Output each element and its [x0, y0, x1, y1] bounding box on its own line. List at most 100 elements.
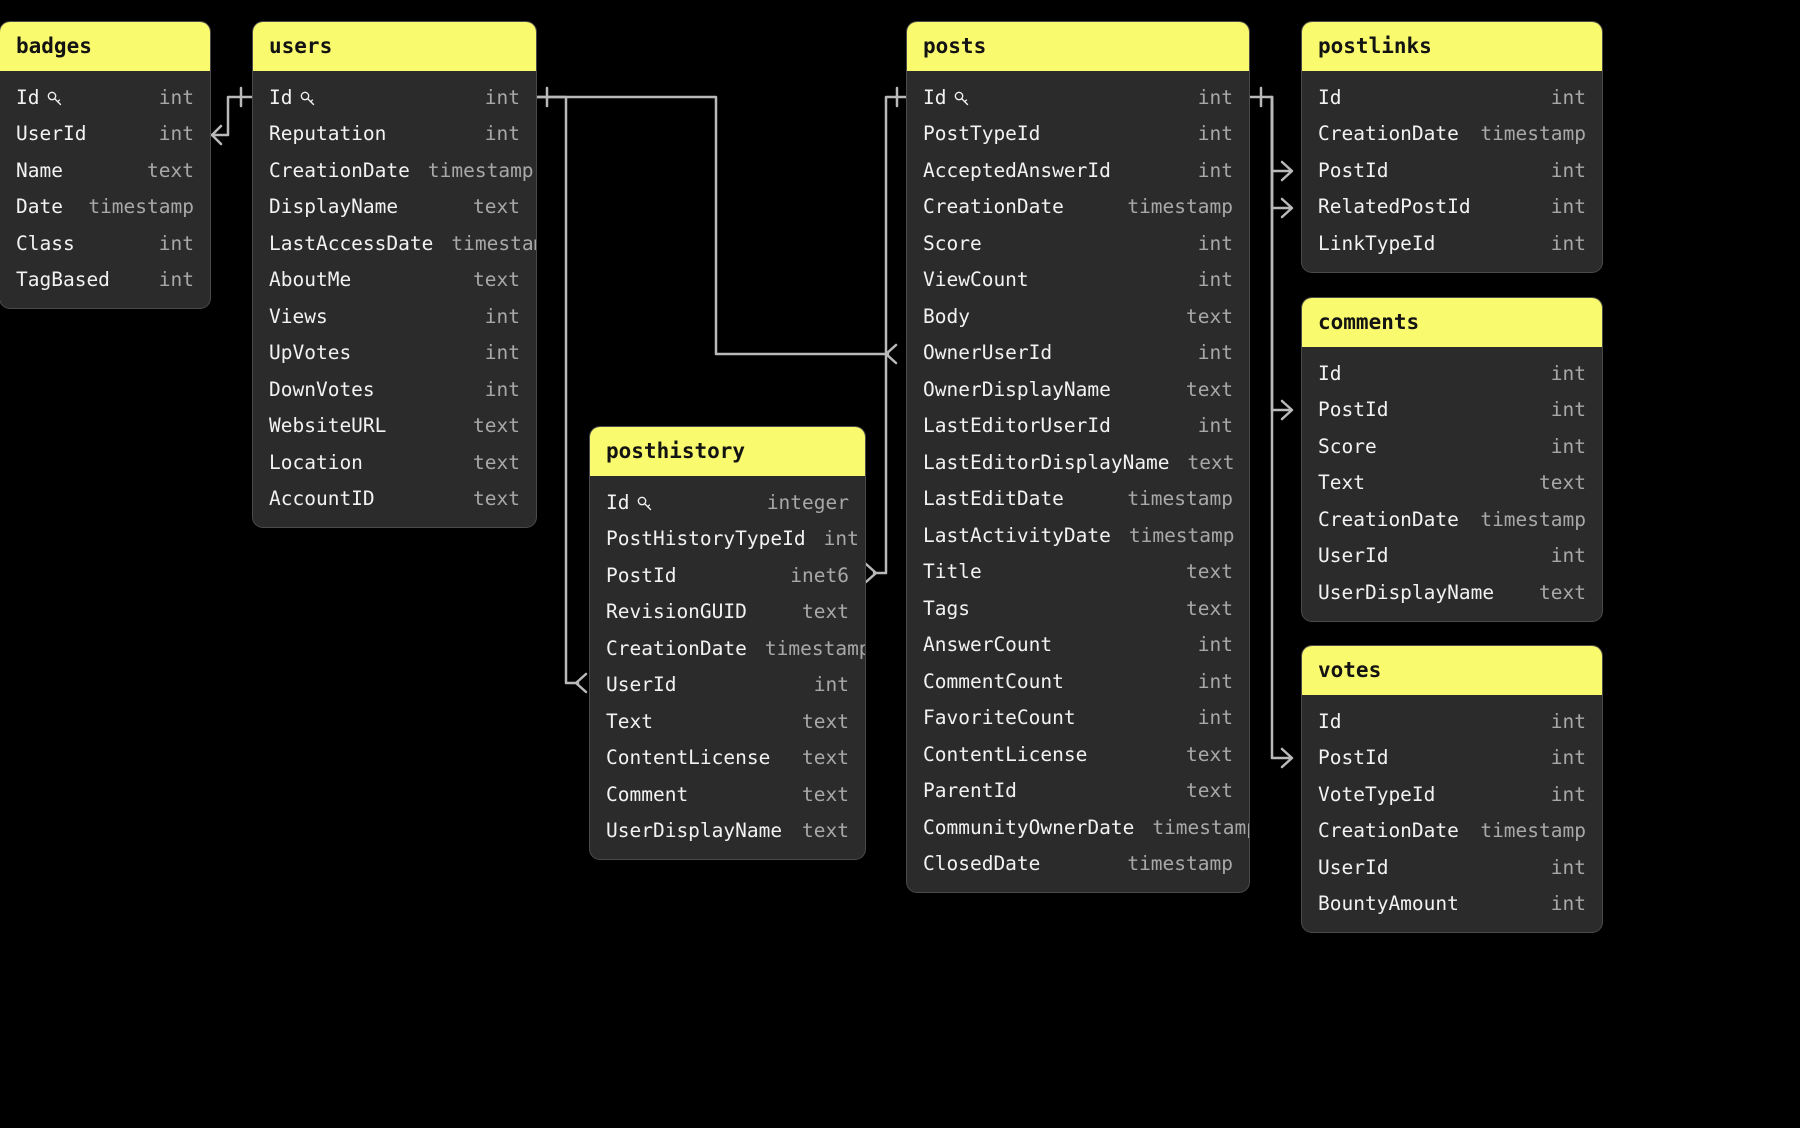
field-name-label: Body [923, 304, 970, 328]
field-name: CreationDate [1318, 508, 1459, 531]
field-name: Text [1318, 471, 1365, 494]
edge-posts-comments [1270, 95, 1294, 421]
field-name: OwnerUserId [923, 341, 1052, 364]
field-row[interactable]: LastAccessDatetimestamp [253, 225, 536, 262]
field-name: CreationDate [606, 637, 747, 660]
field-name-label: RelatedPostId [1318, 195, 1471, 219]
field-name-label: LastEditorDisplayName [923, 450, 1170, 474]
field-type-label: int [1197, 633, 1233, 657]
field-name: Id [606, 491, 653, 514]
field-name-label: TagBased [16, 268, 110, 292]
field-row[interactable]: TagBased int [0, 262, 210, 299]
field-type-label: timestamp [1127, 195, 1233, 219]
field-row[interactable]: CreationDate timestamp [1302, 501, 1602, 538]
field-name-label: UpVotes [269, 341, 352, 365]
field-name: UserId [1318, 544, 1388, 567]
field-row[interactable]: Text text [1302, 465, 1602, 502]
field-type-label: text [473, 414, 520, 438]
field-name-label: Score [1318, 434, 1377, 458]
field-name-label: UserId [1318, 544, 1389, 568]
field-type-label: int [158, 268, 194, 292]
field-type-label: text [802, 819, 849, 843]
field-type-label: text [1539, 471, 1586, 495]
field-name: PostId [1318, 398, 1388, 421]
field-type-label: timestamp [1480, 507, 1586, 531]
